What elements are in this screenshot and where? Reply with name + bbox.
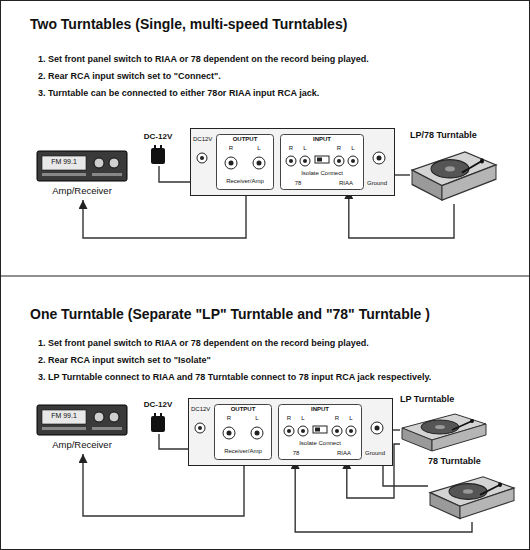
ground-wire: [395, 174, 410, 175]
panel-divider: [0, 276, 530, 277]
phono-preamp: DC12VGroundOUTPUTRLReceiver/AmpINPUTRL78…: [188, 398, 393, 466]
channel-label: R: [226, 145, 236, 152]
channel-label: R: [286, 145, 296, 152]
instruction-step: 3. Turntable can be connected to either …: [38, 88, 319, 98]
jack-label: DC12V: [193, 136, 212, 143]
switch-label: Isolate Connect: [294, 440, 346, 447]
terminal-label: Ground: [365, 450, 385, 457]
channel-label: L: [298, 415, 308, 422]
output-section: OUTPUT R L Receiver/Amp: [214, 404, 274, 460]
switch-label: Isolate Connect: [296, 170, 348, 177]
turntable: LP/78 Turntable: [410, 130, 498, 204]
device-label: LP Turntable: [400, 394, 454, 404]
ground-wire: [393, 429, 400, 430]
phono-preamp: DC12VGroundOUTPUTRLReceiver/AmpINPUTRL78…: [190, 128, 395, 196]
device-label: Amp/Receiver: [36, 186, 128, 197]
display-readout: FM 99.1: [42, 158, 86, 166]
instruction-step: 1. Set front panel switch to RIAA or 78 …: [38, 54, 369, 64]
panel-heading: Two Turntables (Single, multi-speed Turn…: [30, 16, 347, 32]
channel-label: R: [224, 415, 234, 422]
panel-heading: One Turntable (Separate "LP" Turntable a…: [30, 306, 430, 322]
device-label: 78 Turntable: [428, 456, 481, 466]
instruction-step: 3. LP Turntable connect to RIAA and 78 T…: [38, 372, 431, 382]
display-readout: FM 99.1: [42, 412, 86, 420]
device-label: DC-12V: [138, 400, 178, 409]
output-section: OUTPUT R L Receiver/Amp: [216, 134, 276, 190]
jack-label: Receiver/Amp: [214, 448, 272, 455]
jack-label: Receiver/Amp: [216, 178, 274, 185]
terminal-label: Ground: [367, 180, 387, 187]
section-label: OUTPUT: [216, 136, 274, 143]
instruction-step: 2. Rear RCA input switch set to "Isolate…: [38, 355, 211, 365]
turntable: LP Turntable: [400, 394, 488, 454]
section-label: OUTPUT: [214, 406, 272, 413]
channel-label: L: [300, 145, 310, 152]
jack-label: RIAA: [332, 450, 356, 457]
amp-receiver: FM 99.1Amp/Receiver: [36, 150, 130, 200]
channel-label: L: [252, 415, 262, 422]
ground-wire: [383, 466, 428, 486]
section-label: INPUT: [278, 406, 362, 413]
amp-receiver-drawing: [36, 150, 128, 186]
instruction-panel: Two Turntables (Single, multi-speed Turn…: [0, 0, 530, 275]
jack-label: 78: [286, 180, 310, 187]
input-section: INPUTRL78Isolate ConnectRLRIAA: [280, 134, 366, 190]
channel-label: R: [284, 415, 294, 422]
amp-receiver: FM 99.1Amp/Receiver: [36, 404, 130, 454]
channel-label: L: [348, 145, 358, 152]
instruction-step: 1. Set front panel switch to RIAA or 78 …: [38, 338, 369, 348]
device-label: DC-12V: [138, 132, 178, 141]
audio-cable: [83, 190, 246, 238]
ground-wire: [159, 166, 190, 182]
channel-label: R: [334, 145, 344, 152]
instruction-panel: One Turntable (Separate "LP" Turntable a…: [0, 276, 530, 550]
device-label: Amp/Receiver: [36, 440, 128, 451]
jack-label: 78: [284, 450, 308, 457]
power-adapter: DC-12V: [138, 132, 180, 166]
output-section-drawing: [216, 134, 274, 194]
section-label: INPUT: [280, 136, 364, 143]
channel-label: R: [332, 415, 342, 422]
jack-label: DC12V: [191, 406, 210, 413]
channel-label: L: [254, 145, 264, 152]
ground-wire: [159, 434, 188, 449]
instruction-step: 2. Rear RCA input switch set to "Connect…: [38, 71, 221, 81]
device-label: LP/78 Turntable: [410, 130, 477, 140]
amp-receiver-drawing: [36, 404, 128, 440]
power-adapter: DC-12V: [138, 400, 180, 434]
jack-label: RIAA: [334, 180, 358, 187]
turntable: 78 Turntable: [428, 456, 516, 522]
output-section-drawing: [214, 404, 272, 464]
input-section: INPUTRL78Isolate ConnectRLRIAA: [278, 404, 364, 460]
channel-label: L: [346, 415, 356, 422]
